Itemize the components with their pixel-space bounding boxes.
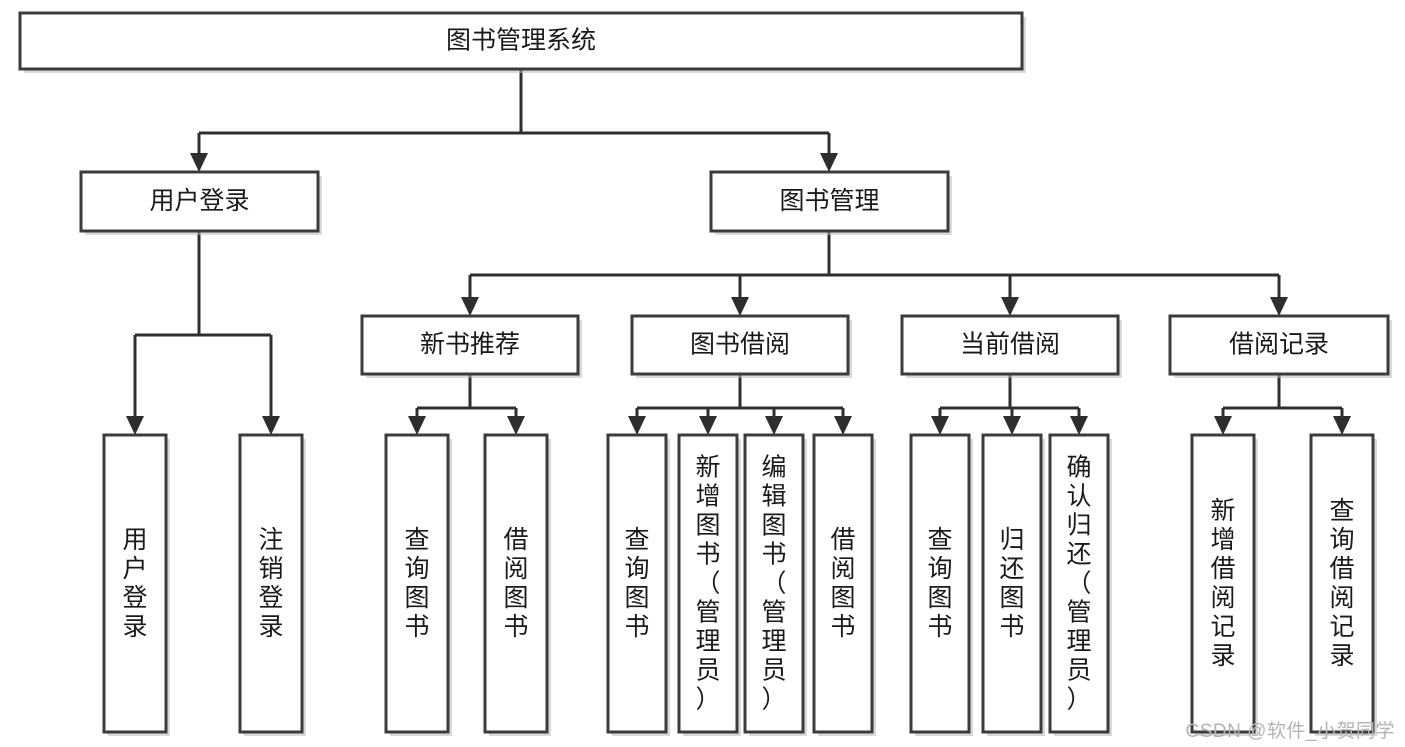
leaf-node-leaf-borrow-book-rec-label: 借阅图书: [503, 526, 528, 641]
level3-node-new-book-recommend-box[interactable]: [360, 314, 580, 376]
arrow-head-icon: [126, 416, 144, 435]
leaf-node-leaf-add-record-box[interactable]: [1190, 433, 1256, 734]
leaf-node-leaf-query-book-borrow-box[interactable]: [606, 433, 668, 734]
leaf-node-leaf-edit-book-label: 编辑图书（管理员）: [761, 454, 786, 714]
leaf-node-leaf-logout-label: 注销登录: [258, 526, 283, 641]
root-node-box[interactable]: [18, 11, 1024, 71]
leaf-node-leaf-add-record-label: 新增借阅记录: [1210, 497, 1235, 670]
leaf-node-leaf-borrow-book-label: 借阅图书: [830, 526, 855, 641]
arrow-head-icon: [408, 416, 426, 435]
leaf-node-leaf-return-book-label: 归还图书: [999, 526, 1024, 641]
level3-node-book-borrow-box[interactable]: [630, 314, 850, 376]
level3-node-current-borrow-label: 当前借阅: [960, 331, 1060, 359]
arrow-head-icon: [820, 153, 838, 172]
arrow-head-icon: [461, 297, 479, 316]
leaf-node-leaf-confirm-return-label: 确认归还（管理员）: [1066, 454, 1091, 714]
level2-node-book-manage-label: 图书管理: [779, 187, 879, 215]
leaf-node-leaf-borrow-book-box[interactable]: [812, 433, 874, 734]
leaf-node-leaf-edit-book-box[interactable]: [743, 433, 805, 734]
level2-node-user-login-label: 用户登录: [149, 187, 249, 215]
leaf-node-leaf-add-book-box[interactable]: [677, 433, 739, 734]
arrow-head-icon: [931, 416, 949, 435]
leaf-node-leaf-user-login-label: 用户登录: [122, 526, 147, 641]
leaf-node-leaf-query-book-cur-box[interactable]: [909, 433, 971, 734]
level2-node-book-manage-box[interactable]: [709, 170, 950, 233]
level3-node-new-book-recommend-label: 新书推荐: [420, 331, 520, 359]
level3-node-borrow-record-box[interactable]: [1168, 314, 1390, 376]
arrow-head-icon: [1070, 416, 1088, 435]
level2-node-user-login-box[interactable]: [79, 170, 320, 233]
root-node-label: 图书管理系统: [446, 27, 596, 55]
leaf-node-leaf-query-record-label: 查询借阅记录: [1329, 497, 1354, 670]
arrow-head-icon: [765, 416, 783, 435]
leaf-node-leaf-query-book-rec-box[interactable]: [384, 433, 450, 734]
arrow-head-icon: [262, 416, 280, 435]
arrow-head-icon: [1003, 416, 1021, 435]
leaf-node-leaf-add-book-label: 新增图书（管理员）: [695, 454, 720, 714]
arrow-head-icon: [1333, 416, 1351, 435]
leaf-node-leaf-query-record-box[interactable]: [1309, 433, 1375, 734]
node-layer: 图书管理系统用户登录图书管理新书推荐图书借阅当前借阅借阅记录用户登录注销登录查询…: [18, 11, 1392, 736]
level3-node-book-borrow-label: 图书借阅: [690, 331, 790, 359]
leaf-node-leaf-query-book-cur-label: 查询图书: [927, 526, 952, 641]
arrow-head-icon: [1270, 297, 1288, 316]
connector-layer: [126, 69, 1351, 435]
leaf-node-leaf-logout-box[interactable]: [238, 433, 304, 734]
level3-node-current-borrow-box[interactable]: [900, 314, 1120, 376]
leaf-node-leaf-return-book-box[interactable]: [981, 433, 1043, 734]
arrow-head-icon: [190, 153, 208, 172]
leaf-node-leaf-query-book-rec-label: 查询图书: [404, 526, 429, 641]
arrow-head-icon: [1214, 416, 1232, 435]
arrow-head-icon: [699, 416, 717, 435]
arrow-head-icon: [834, 416, 852, 435]
leaf-node-leaf-borrow-book-rec-box[interactable]: [483, 433, 549, 734]
leaf-node-leaf-confirm-return-box[interactable]: [1048, 433, 1110, 734]
leaf-node-leaf-query-book-borrow-label: 查询图书: [624, 526, 649, 641]
arrow-head-icon: [1001, 297, 1019, 316]
arrow-head-icon: [507, 416, 525, 435]
level3-node-borrow-record-label: 借阅记录: [1229, 331, 1329, 359]
arrow-head-icon: [731, 297, 749, 316]
arrow-head-icon: [628, 416, 646, 435]
leaf-node-leaf-user-login-box[interactable]: [102, 433, 168, 734]
